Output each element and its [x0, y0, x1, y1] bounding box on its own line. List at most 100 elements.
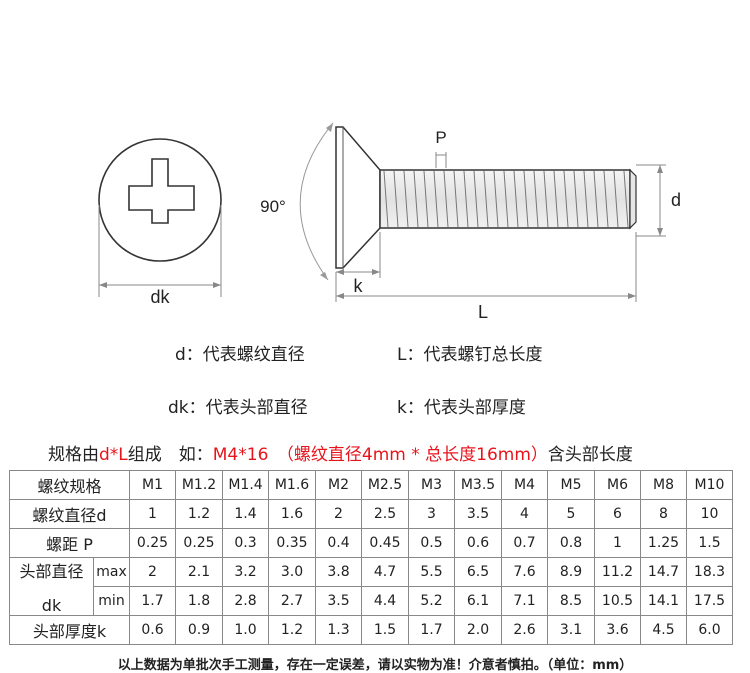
cell: M3.5 — [454, 470, 502, 500]
thread-line — [553, 170, 559, 228]
angle-arc — [299, 122, 334, 281]
row-label-dk: 头部直径 dk — [9, 557, 94, 616]
cell: 3.5 — [315, 586, 362, 616]
cell: 3 — [408, 499, 455, 529]
spec-table: 螺纹规格 M1 M1.2 M1.4 M1.6 M2 M2.5 M3 M3.5 M… — [9, 470, 733, 645]
formula-mid: 组成 如： — [127, 445, 213, 465]
cell: 10 — [686, 499, 733, 529]
cell: 3.8 — [315, 557, 362, 587]
cell: 3.1 — [547, 615, 595, 645]
cell: 0.5 — [408, 528, 455, 558]
cell: M2.5 — [361, 470, 409, 500]
cell: 1.7 — [408, 615, 455, 645]
row-label-sizes: 螺纹规格 — [9, 470, 130, 500]
cell: 0.6 — [129, 615, 176, 645]
cell: 14.7 — [640, 557, 687, 587]
cell: 5 — [547, 499, 595, 529]
thread-line — [533, 170, 539, 228]
cell: 4.4 — [361, 586, 409, 616]
cell: 0.9 — [175, 615, 223, 645]
row-pitch: 螺距 P 0.25 0.25 0.3 0.35 0.4 0.45 0.5 0.6… — [9, 528, 733, 558]
cell: M8 — [640, 470, 687, 500]
thread-line — [473, 170, 479, 228]
cell: M3 — [408, 470, 455, 500]
cell: 0.35 — [268, 528, 316, 558]
cell: 1.5 — [686, 528, 733, 558]
legend-k: k：代表头部厚度 — [397, 398, 526, 418]
cell: 1.2 — [175, 499, 223, 529]
cell: M5 — [547, 470, 595, 500]
cell: 0.25 — [175, 528, 223, 558]
cell: 2.7 — [268, 586, 316, 616]
cell: 0.4 — [315, 528, 362, 558]
thread-line — [383, 170, 389, 228]
thread-line — [463, 170, 469, 228]
formula-dl: d*L — [99, 445, 128, 465]
formula-suffix: 含头部长度 — [547, 445, 633, 465]
cell: 0.25 — [129, 528, 176, 558]
thread-line — [623, 170, 629, 228]
row-dk-min: min 1.7 1.8 2.8 2.7 3.5 4.4 5.2 6.1 7.1 … — [10, 586, 733, 616]
spec-formula: 规格由d*L组成 如：M4*16 （螺纹直径4mm * 总长度16mm）含头部长… — [48, 440, 633, 465]
thread-line — [483, 170, 489, 228]
cell: 6 — [594, 499, 641, 529]
thread-line — [423, 170, 429, 228]
cell: 18.3 — [686, 557, 733, 587]
cell: 0.7 — [501, 528, 548, 558]
row-label-dk-line2: dk — [41, 596, 62, 615]
cell: 3.0 — [268, 557, 316, 587]
thread-line — [413, 170, 419, 228]
legend-dk: dk：代表头部直径 — [168, 398, 308, 418]
thread-line — [543, 170, 549, 228]
cell: 0.6 — [454, 528, 502, 558]
thread-line — [563, 170, 569, 228]
cell: M1.2 — [175, 470, 223, 500]
cell: 1.25 — [640, 528, 687, 558]
thread-line — [603, 170, 609, 228]
cell: 4.5 — [640, 615, 687, 645]
cell: 2.5 — [361, 499, 409, 529]
cell: M4 — [501, 470, 548, 500]
cell: 4 — [501, 499, 548, 529]
d-dimension — [636, 164, 666, 237]
formula-example: M4*16 （螺纹直径4mm * 总长度16mm） — [212, 445, 548, 465]
cell: 4.7 — [361, 557, 409, 587]
cell: 2 — [315, 499, 362, 529]
cell: 8.9 — [547, 557, 595, 587]
thread-line — [493, 170, 499, 228]
cell: 3.5 — [454, 499, 502, 529]
cell: 1.2 — [268, 615, 316, 645]
cell: 1.4 — [222, 499, 269, 529]
cell: 6.5 — [454, 557, 502, 587]
cell: 1.6 — [268, 499, 316, 529]
min-label: min — [93, 586, 130, 616]
cell: 6.0 — [686, 615, 733, 645]
angle-label: 90° — [260, 197, 286, 216]
cell: 10.5 — [594, 586, 641, 616]
row-head-thickness: 头部厚度k 0.6 0.9 1.0 1.2 1.3 1.5 1.7 2.0 2.… — [9, 615, 733, 645]
cell: 1.3 — [315, 615, 362, 645]
row-label-dk-line1: 头部直径 — [19, 562, 84, 581]
cell: M2 — [315, 470, 362, 500]
cell: 1 — [594, 528, 641, 558]
cell: 11.2 — [594, 557, 641, 587]
row-thread-diameter: 螺纹直径d 1 1.2 1.4 1.6 2 2.5 3 3.5 4 5 6 8 … — [9, 499, 733, 529]
thread-line — [583, 170, 589, 228]
thread-line — [513, 170, 519, 228]
cell: 14.1 — [640, 586, 687, 616]
row-label-d: 螺纹直径d — [9, 499, 130, 529]
legend-l: L：代表螺钉总长度 — [397, 345, 543, 365]
l-label: L — [478, 302, 488, 322]
thread-line — [523, 170, 529, 228]
thread-line — [573, 170, 579, 228]
cell: 2.1 — [175, 557, 223, 587]
thread-line — [593, 170, 599, 228]
thread-line — [393, 170, 399, 228]
cell: 17.5 — [686, 586, 733, 616]
thread-line — [503, 170, 509, 228]
legend-d: d：代表螺纹直径 — [175, 345, 305, 365]
pitch-dimension — [435, 152, 447, 168]
cell: 2.8 — [222, 586, 269, 616]
k-dimension — [336, 232, 381, 278]
cell: 3.6 — [594, 615, 641, 645]
